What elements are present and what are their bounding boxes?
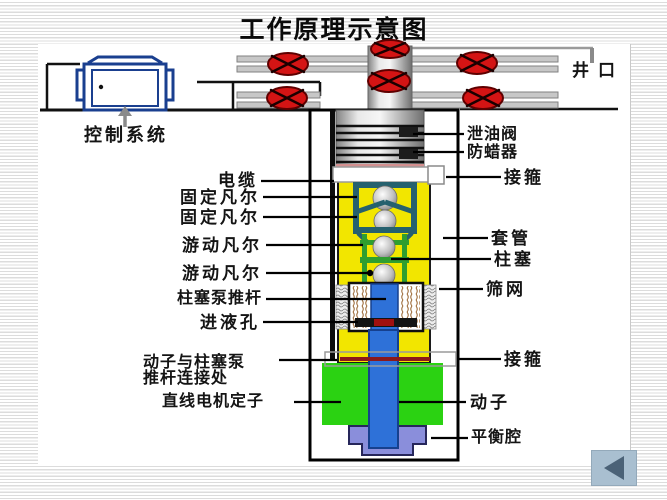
leader-dot xyxy=(366,269,374,277)
pump-body xyxy=(335,281,437,333)
back-button[interactable] xyxy=(591,450,637,486)
label-inlet-hole: 进液孔 xyxy=(200,313,260,332)
label-casing: 套管 xyxy=(491,229,531,248)
label-coupling-bottom: 接箍 xyxy=(504,350,544,369)
valve-ball xyxy=(372,235,396,259)
valve-icon xyxy=(267,52,309,76)
label-connection-line1: 动子与柱塞泵 xyxy=(143,354,246,371)
label-stator: 直线电机定子 xyxy=(162,393,265,410)
label-wellhead: 井口 xyxy=(572,61,624,80)
label-control-system: 控制系统 xyxy=(84,125,168,145)
label-coupling-top: 接箍 xyxy=(504,168,544,187)
label-plunger: 柱塞 xyxy=(494,250,534,269)
drain-wax-stack xyxy=(335,109,425,169)
label-pump-rod: 柱塞泵推杆 xyxy=(176,290,262,307)
rod-connection-mark xyxy=(340,357,430,361)
back-icon xyxy=(604,456,624,480)
valve-icons xyxy=(266,39,504,110)
label-traveling-valve-2: 游动凡尔 xyxy=(182,264,262,283)
label-drain-valve: 泄油阀 xyxy=(467,126,519,143)
mover-rod xyxy=(368,329,399,449)
valve-icon xyxy=(462,86,504,110)
valve-icon xyxy=(367,69,411,93)
screen-mesh xyxy=(422,284,437,330)
control-system-arrow-icon xyxy=(118,106,132,127)
coupling-top-shape xyxy=(332,166,438,183)
label-cable: 电缆 xyxy=(218,171,258,190)
label-fixed-valve-2: 固定凡尔 xyxy=(180,208,260,227)
label-traveling-valve-1: 游动凡尔 xyxy=(182,236,262,255)
label-fixed-valve-1: 固定凡尔 xyxy=(180,188,260,207)
label-wax-preventer: 防蜡器 xyxy=(467,144,519,161)
label-screen: 筛网 xyxy=(486,280,526,299)
valve-icon xyxy=(456,51,498,75)
coupling-top-marker xyxy=(427,165,445,185)
control-system-box xyxy=(75,55,175,112)
valve-icon xyxy=(370,39,410,59)
label-balance-chamber: 平衡腔 xyxy=(471,429,523,446)
label-connection-line2: 推杆连接处 xyxy=(143,370,229,387)
label-mover: 动子 xyxy=(470,393,510,412)
valve-icon xyxy=(266,86,308,110)
leader-lines xyxy=(261,132,501,440)
cable-line xyxy=(330,110,335,360)
